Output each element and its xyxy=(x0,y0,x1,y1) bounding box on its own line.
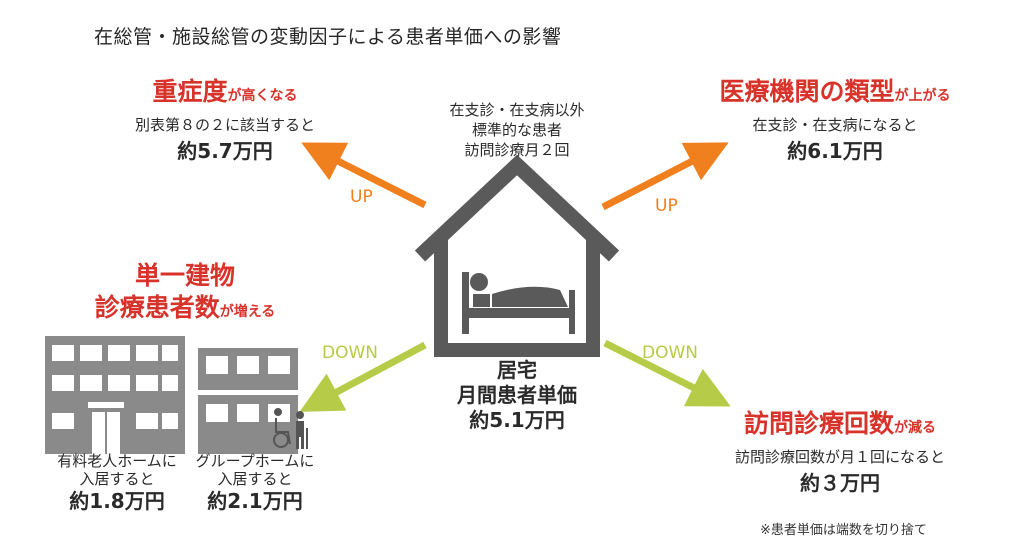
bottom-right-block: 訪問診療回数が減る 訪問診療回数が月１回になると 約３万円 xyxy=(690,404,990,496)
top-left-heading-big: 重症度 xyxy=(152,77,228,106)
building1-caption: 有料老人ホームに 入居すると 約1.8万円 xyxy=(32,452,202,514)
arrow-up-right xyxy=(601,142,729,211)
top-right-heading-small: が上がる xyxy=(894,88,951,104)
bottom-right-value: 約３万円 xyxy=(800,471,880,495)
footnote: ※患者単価は端数を切り捨て xyxy=(760,523,927,538)
bottom-right-heading-big: 訪問診療回数 xyxy=(743,409,894,438)
building2-value: 約2.1万円 xyxy=(207,489,303,513)
group-home-icon xyxy=(198,348,298,454)
building1-line1: 有料老人ホームに xyxy=(57,452,177,470)
mid-left-heading-small2: が増える xyxy=(219,304,276,320)
top-right-heading: 医療機関の類型が上がる xyxy=(695,72,975,108)
arrow-down-left xyxy=(299,341,427,412)
building1-value: 約1.8万円 xyxy=(69,489,165,513)
arrow-label-down-right: DOWN xyxy=(642,343,698,363)
top-right-line1: 在支診・在支病になると xyxy=(752,116,918,134)
bottom-right-heading-small: が減る xyxy=(894,420,936,436)
mid-left-heading-line1: 単一建物 xyxy=(134,261,235,290)
top-left-line1: 別表第８の２に該当すると xyxy=(134,116,315,134)
center-label-value: 約5.1万円 xyxy=(469,408,565,432)
arrow-down-right xyxy=(603,339,731,407)
center-label: 居宅 月間患者単価 約5.1万円 xyxy=(417,358,617,433)
top-left-heading-small: が高くなる xyxy=(227,88,298,104)
building2-line2: 入居すると xyxy=(217,470,293,488)
center-top-line2: 標準的な患者 xyxy=(471,121,562,139)
center-label-line1: 居宅 xyxy=(497,358,537,382)
top-right-value: 約6.1万円 xyxy=(787,139,883,163)
bottom-right-line1: 訪問診療回数が月１回になると xyxy=(734,448,945,466)
arrow-label-up-right: UP xyxy=(655,196,678,216)
mid-left-heading-big2: 診療患者数 xyxy=(94,293,220,322)
cane-person-icon xyxy=(296,411,308,449)
building2-line1: グループホームに xyxy=(195,452,315,470)
center-label-line2: 月間患者単価 xyxy=(457,383,577,407)
arrow-up-left xyxy=(301,142,427,209)
top-left-heading: 重症度が高くなる xyxy=(95,72,355,108)
bottom-right-heading: 訪問診療回数が減る xyxy=(690,404,990,440)
top-left-block: 重症度が高くなる 別表第８の２に該当すると 約5.7万円 xyxy=(95,72,355,164)
bed-patient-icon xyxy=(462,272,575,334)
arrow-label-up-left: UP xyxy=(350,187,373,207)
mid-left-heading: 単一建物 診療患者数が増える xyxy=(60,260,310,328)
building2-caption: グループホームに 入居すると 約2.1万円 xyxy=(180,452,330,514)
top-right-block: 医療機関の類型が上がる 在支診・在支病になると 約6.1万円 xyxy=(695,72,975,164)
center-description: 在支診・在支病以外 標準的な患者 訪問診療月２回 xyxy=(417,100,617,160)
wheelchair-icon xyxy=(273,408,291,448)
page-title: 在総管・施設総管の変動因子による患者単価への影響 xyxy=(94,26,562,48)
center-top-line3: 訪問診療月２回 xyxy=(464,141,570,159)
building1-line2: 入居すると xyxy=(79,470,155,488)
top-right-heading-big: 医療機関の類型 xyxy=(719,77,895,106)
arrow-label-down-left: DOWN xyxy=(322,343,378,363)
center-top-line1: 在支診・在支病以外 xyxy=(449,101,585,119)
apartment-building-icon xyxy=(45,336,185,454)
top-left-value: 約5.7万円 xyxy=(177,139,273,163)
